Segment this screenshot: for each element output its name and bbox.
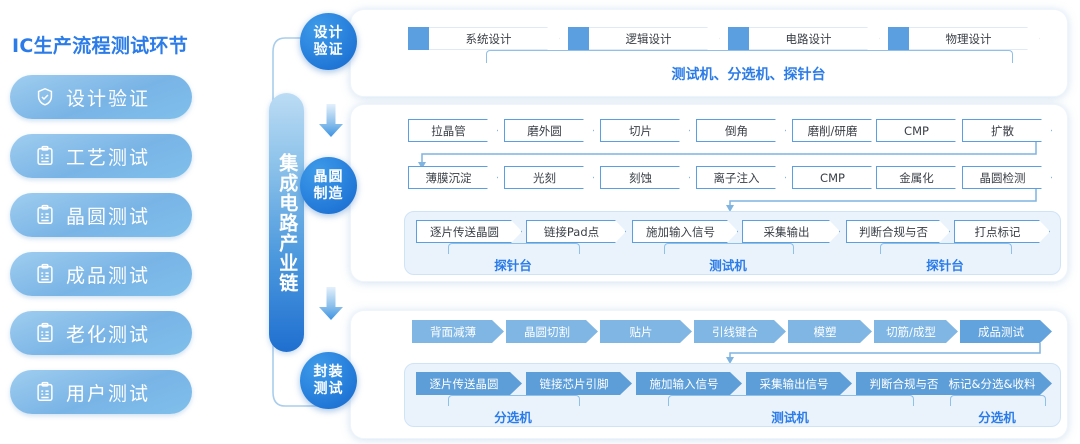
stage-label-line2: 测试 xyxy=(313,380,344,397)
sidebar-item-burn-in-test[interactable]: 老化测试 xyxy=(10,311,192,355)
sidebar-item-label: 工艺测试 xyxy=(66,146,151,169)
probe-step-chip[interactable]: 判断合规与否 xyxy=(846,220,950,243)
flow-down-arrow-2 xyxy=(319,287,343,320)
final-test-group-label: 分选机 xyxy=(978,410,1016,425)
sidebar-item-label: 成品测试 xyxy=(66,264,151,287)
package-step-chip[interactable]: 引线键合 xyxy=(694,320,786,343)
sidebar-item-label: 老化测试 xyxy=(66,323,151,346)
wafer-step-chip[interactable]: 薄膜沉淀 xyxy=(408,166,498,189)
flow-down-arrow-1 xyxy=(319,104,343,137)
chip-label: 系统设计 xyxy=(429,27,560,50)
sidebar: IC生产流程测试环节 设计验证 工艺测试 晶圆测试 xyxy=(0,0,250,444)
chip-marker xyxy=(408,27,429,50)
panel-design-verification xyxy=(350,9,1068,97)
package-step-chip[interactable]: 背面减薄 xyxy=(412,320,504,343)
probe-group-label: 探针台 xyxy=(926,258,964,273)
page-title: IC生产流程测试环节 xyxy=(12,35,189,57)
design-step-chip[interactable]: 电路设计 xyxy=(728,27,880,50)
probe-step-chip[interactable]: 逐片传送晶圆 xyxy=(416,220,522,243)
probe-step-chip[interactable]: 链接Pad点 xyxy=(526,220,626,243)
industry-chain-label: 集成电路产业链 xyxy=(276,152,299,293)
chip-marker xyxy=(888,27,909,50)
wafer-step-chip[interactable]: 磨削/研磨 xyxy=(792,119,882,142)
probe-step-chip[interactable]: 施加输入信号 xyxy=(632,220,738,243)
probe-group-bracket xyxy=(664,243,794,254)
final-test-step-chip[interactable]: 链接芯片引脚 xyxy=(526,372,632,395)
wafer-step-chip[interactable]: CMP xyxy=(792,166,882,189)
package-step-chip[interactable]: 模塑 xyxy=(788,320,872,343)
wafer-step-chip[interactable]: 切片 xyxy=(600,119,690,142)
industry-chain-bar: 集成电路产业链 xyxy=(269,93,304,352)
wafer-wrap-connector-2 xyxy=(726,189,1037,212)
clipboard-icon xyxy=(37,381,53,401)
sidebar-item-design-verification[interactable]: 设计验证 xyxy=(10,75,192,119)
sidebar-item-label: 晶圆测试 xyxy=(66,205,151,228)
sidebar-item-process-test[interactable]: 工艺测试 xyxy=(10,134,192,178)
wafer-step-chip[interactable]: 磨外圆 xyxy=(504,119,594,142)
package-step-chip[interactable]: 切筋/成型 xyxy=(874,320,958,343)
probe-group-bracket xyxy=(448,243,580,254)
clipboard-icon xyxy=(37,145,53,165)
probe-group-bracket xyxy=(880,243,1012,254)
design-equipment-bracket xyxy=(486,50,1013,63)
probe-group-label: 探针台 xyxy=(494,258,532,273)
wafer-step-chip[interactable]: 刻蚀 xyxy=(600,166,690,189)
design-step-chip[interactable]: 逻辑设计 xyxy=(568,27,720,50)
stage-circle-design-verification[interactable]: 设计 验证 xyxy=(300,13,357,70)
clipboard-icon xyxy=(37,263,53,283)
wafer-step-chip[interactable]: 晶圆检测 xyxy=(962,166,1052,189)
wafer-step-chip[interactable]: 金属化 xyxy=(876,166,966,189)
wafer-step-chip[interactable]: 拉晶管 xyxy=(408,119,498,142)
final-test-group-bracket xyxy=(668,395,914,406)
final-test-step-chip[interactable]: 判断合规与否 xyxy=(856,372,962,395)
final-test-group-bracket xyxy=(448,395,580,406)
package-step-chip[interactable]: 贴片 xyxy=(600,320,692,343)
design-step-chip[interactable]: 系统设计 xyxy=(408,27,560,50)
design-step-chip[interactable]: 物理设计 xyxy=(888,27,1040,50)
final-test-step-chip[interactable]: 逐片传送晶圆 xyxy=(416,372,522,395)
stage-label-line1: 设计 xyxy=(313,24,344,41)
sidebar-item-wafer-test[interactable]: 晶圆测试 xyxy=(10,193,192,237)
final-test-group-label: 测试机 xyxy=(771,410,809,425)
stage-label-line1: 封装 xyxy=(313,363,344,380)
sidebar-item-user-test[interactable]: 用户测试 xyxy=(10,370,192,414)
probe-step-chip[interactable]: 打点标记 xyxy=(954,220,1050,243)
package-wrap-connector xyxy=(726,343,1041,364)
sidebar-item-final-test[interactable]: 成品测试 xyxy=(10,252,192,296)
stage-circle-packaging-test[interactable]: 封装 测试 xyxy=(300,352,357,409)
chip-label: 逻辑设计 xyxy=(589,27,720,50)
stage-label-line1: 晶圆 xyxy=(313,168,344,185)
wafer-step-chip[interactable]: CMP xyxy=(876,119,966,142)
shield-check-icon xyxy=(37,87,53,106)
package-step-chip[interactable]: 晶圆切割 xyxy=(506,320,598,343)
wafer-step-chip[interactable]: 倒角 xyxy=(696,119,786,142)
clipboard-icon xyxy=(37,322,53,342)
stage-label-line2: 制造 xyxy=(313,185,344,202)
final-test-step-chip[interactable]: 施加输入信号 xyxy=(636,372,742,395)
chip-label: 电路设计 xyxy=(749,27,880,50)
clipboard-icon xyxy=(37,204,53,224)
wafer-step-chip[interactable]: 光刻 xyxy=(504,166,594,189)
wafer-step-chip[interactable]: 扩散 xyxy=(962,119,1052,142)
wafer-step-chip[interactable]: 离子注入 xyxy=(696,166,786,189)
final-test-group-label: 分选机 xyxy=(494,410,532,425)
package-step-chip[interactable]: 成品测试 xyxy=(960,320,1052,343)
final-test-step-chip[interactable]: 采集输出信号 xyxy=(746,372,852,395)
sidebar-item-label: 用户测试 xyxy=(66,382,151,405)
chip-marker xyxy=(568,27,589,50)
chip-label: 物理设计 xyxy=(909,27,1040,50)
design-equipment-label: 测试机、分选机、探针台 xyxy=(671,67,826,83)
stage-circle-wafer-fab[interactable]: 晶圆 制造 xyxy=(300,157,357,214)
wafer-wrap-connector-1 xyxy=(418,142,1037,169)
final-test-step-chip[interactable]: 标记&分选&收料 xyxy=(942,372,1052,395)
probe-group-label: 测试机 xyxy=(709,258,747,273)
chip-marker xyxy=(728,27,749,50)
final-test-group-bracket xyxy=(950,395,1046,406)
stage-label-line2: 验证 xyxy=(313,41,344,58)
sidebar-item-label: 设计验证 xyxy=(66,87,151,110)
probe-step-chip[interactable]: 采集输出 xyxy=(742,220,840,243)
